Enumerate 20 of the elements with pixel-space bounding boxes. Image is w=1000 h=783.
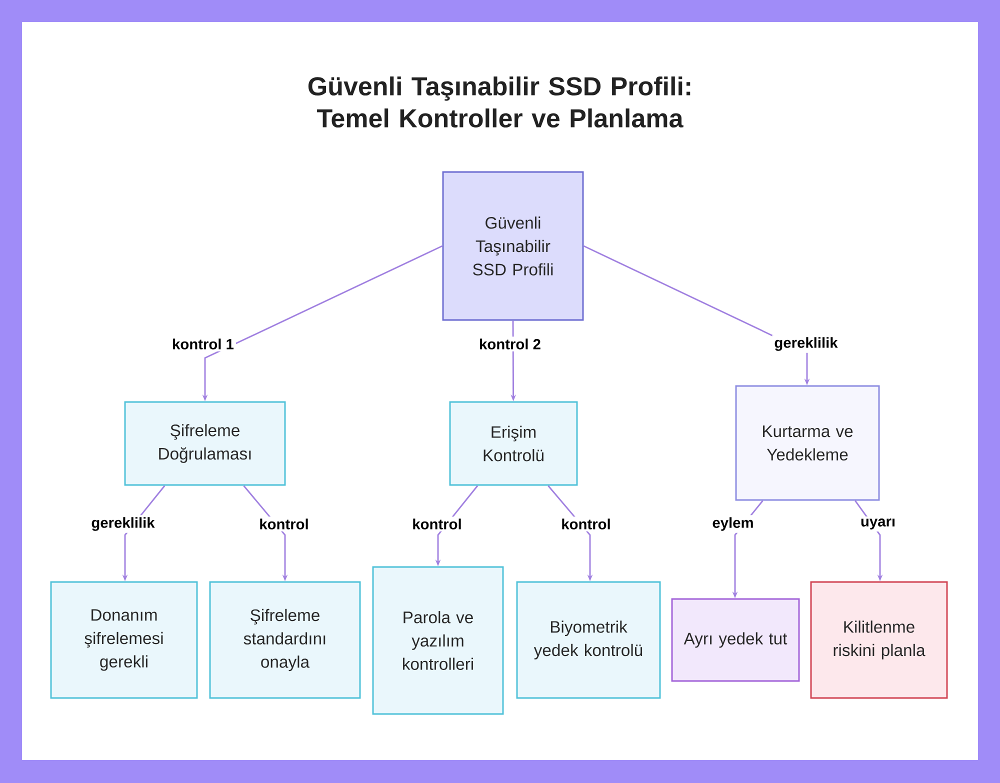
edge-label: kontrol 1 [170, 336, 236, 352]
edge-label: kontrol [257, 516, 311, 532]
process-box: Şifreleme Doğrulaması [124, 401, 286, 486]
edge-label: uyarı [858, 516, 898, 532]
process-box: Donanım şifrelemesi gerekli [50, 581, 198, 699]
process-box: Güvenli Taşınabilir SSD Profili [442, 171, 584, 321]
process-box: Biyometrik yedek kontrolü [516, 581, 661, 699]
process-box: Parola ve yazılım kontrolleri [372, 566, 504, 715]
process-box: Kurtarma ve Yedekleme [735, 385, 880, 501]
process-box: Ayrı yedek tut [671, 598, 800, 682]
edge-label: eylem [710, 515, 756, 533]
process-box: Kilitlenme riskini planla [810, 581, 948, 699]
edge-label: kontrol [559, 516, 613, 532]
edge-label: gereklilik [772, 335, 840, 353]
edge-label: kontrol 2 [477, 336, 543, 352]
edge-label: kontrol [410, 516, 464, 532]
title: Güvenli Taşınabilir SSD Profili: Temel Kontroller ve Planlama [308, 76, 690, 128]
process-box: Şifreleme standardını onayla [209, 581, 361, 699]
process-box: Erişim Kontrolü [449, 401, 578, 486]
edge-label: gereklilik [89, 515, 157, 533]
